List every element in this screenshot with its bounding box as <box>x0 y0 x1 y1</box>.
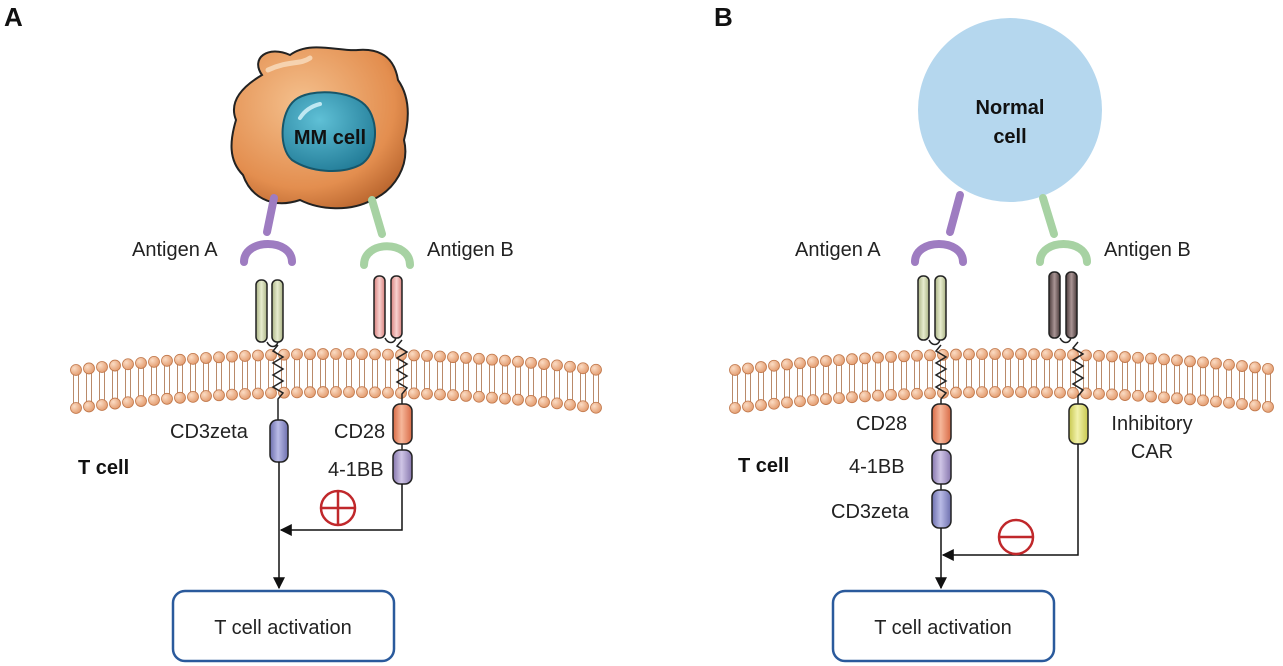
inhibitory-car-label-line2: CAR <box>1131 441 1173 463</box>
cd28-domain-panel-b <box>931 403 952 445</box>
cd28-domain-panel-a <box>392 403 413 445</box>
antigen-a-panel-b <box>911 191 967 266</box>
tm-zigzag-b-left <box>934 344 948 404</box>
41bb-domain-panel-b <box>931 449 952 485</box>
antigen-b-label-panel-a: Antigen B <box>427 239 514 261</box>
signal-line-a-right <box>279 484 403 536</box>
minus-signal-icon <box>997 518 1035 556</box>
signal-line-b-right <box>941 444 1079 561</box>
inhibitory-car-scfv-panel-b <box>1048 271 1078 344</box>
41bb-domain-panel-a <box>392 449 413 485</box>
cd3zeta-label-panel-b: CD3zeta <box>831 501 910 523</box>
membrane-panel-a <box>70 348 602 414</box>
outcome-label-panel-b: T cell activation <box>874 617 1011 639</box>
41bb-label-panel-b: 4-1BB <box>849 456 905 478</box>
cd28-label-panel-b: CD28 <box>856 413 907 435</box>
normal-cell <box>918 18 1102 202</box>
tm-zigzag-a-left <box>271 344 285 420</box>
tm-zigzag-a-right <box>395 339 409 404</box>
cd3zeta-domain-panel-b <box>931 489 952 529</box>
plus-signal-icon <box>319 489 357 527</box>
panel-b-letter: B <box>714 2 733 32</box>
inhibitory-car-label-line1: Inhibitory <box>1111 413 1192 435</box>
mm-cell-label: MM cell <box>294 127 366 149</box>
car-a-scfv-panel-a <box>255 279 284 348</box>
t-cell-label-panel-a: T cell <box>78 457 129 479</box>
41bb-label-panel-a: 4-1BB <box>328 459 384 481</box>
antigen-b-panel-b <box>1036 194 1091 266</box>
outcome-box-panel-a <box>171 589 396 663</box>
outcome-box-panel-b <box>831 589 1056 663</box>
normal-cell-label-line2: cell <box>993 126 1026 148</box>
membrane-panel-b <box>729 348 1274 414</box>
antigen-a-label-panel-a: Antigen A <box>132 239 218 261</box>
antigen-a-panel-a <box>240 194 296 266</box>
antigen-b-label-panel-b: Antigen B <box>1104 239 1191 261</box>
panel-b: B Normal cell Antigen A Antigen B <box>714 2 1274 663</box>
mm-cell: MM cell <box>230 46 409 210</box>
antigen-b-panel-a <box>360 196 414 269</box>
outcome-label-panel-a: T cell activation <box>214 617 351 639</box>
car-b-scfv-panel-a <box>373 275 403 344</box>
inhibitory-domain-panel-b <box>1068 403 1089 445</box>
cd28-label-panel-a: CD28 <box>334 421 385 443</box>
tm-zigzag-b-right <box>1071 341 1085 404</box>
panel-a-letter: A <box>4 2 23 32</box>
antigen-a-label-panel-b: Antigen A <box>795 239 881 261</box>
t-cell-label-panel-b: T cell <box>738 455 789 477</box>
car-a-scfv-panel-b <box>917 275 947 346</box>
cd3zeta-label-panel-a: CD3zeta <box>170 421 249 443</box>
panel-a: A MM cell Antigen A Antigen B <box>4 2 602 663</box>
cd3zeta-domain-panel-a <box>269 419 289 463</box>
normal-cell-label-line1: Normal <box>976 97 1045 119</box>
